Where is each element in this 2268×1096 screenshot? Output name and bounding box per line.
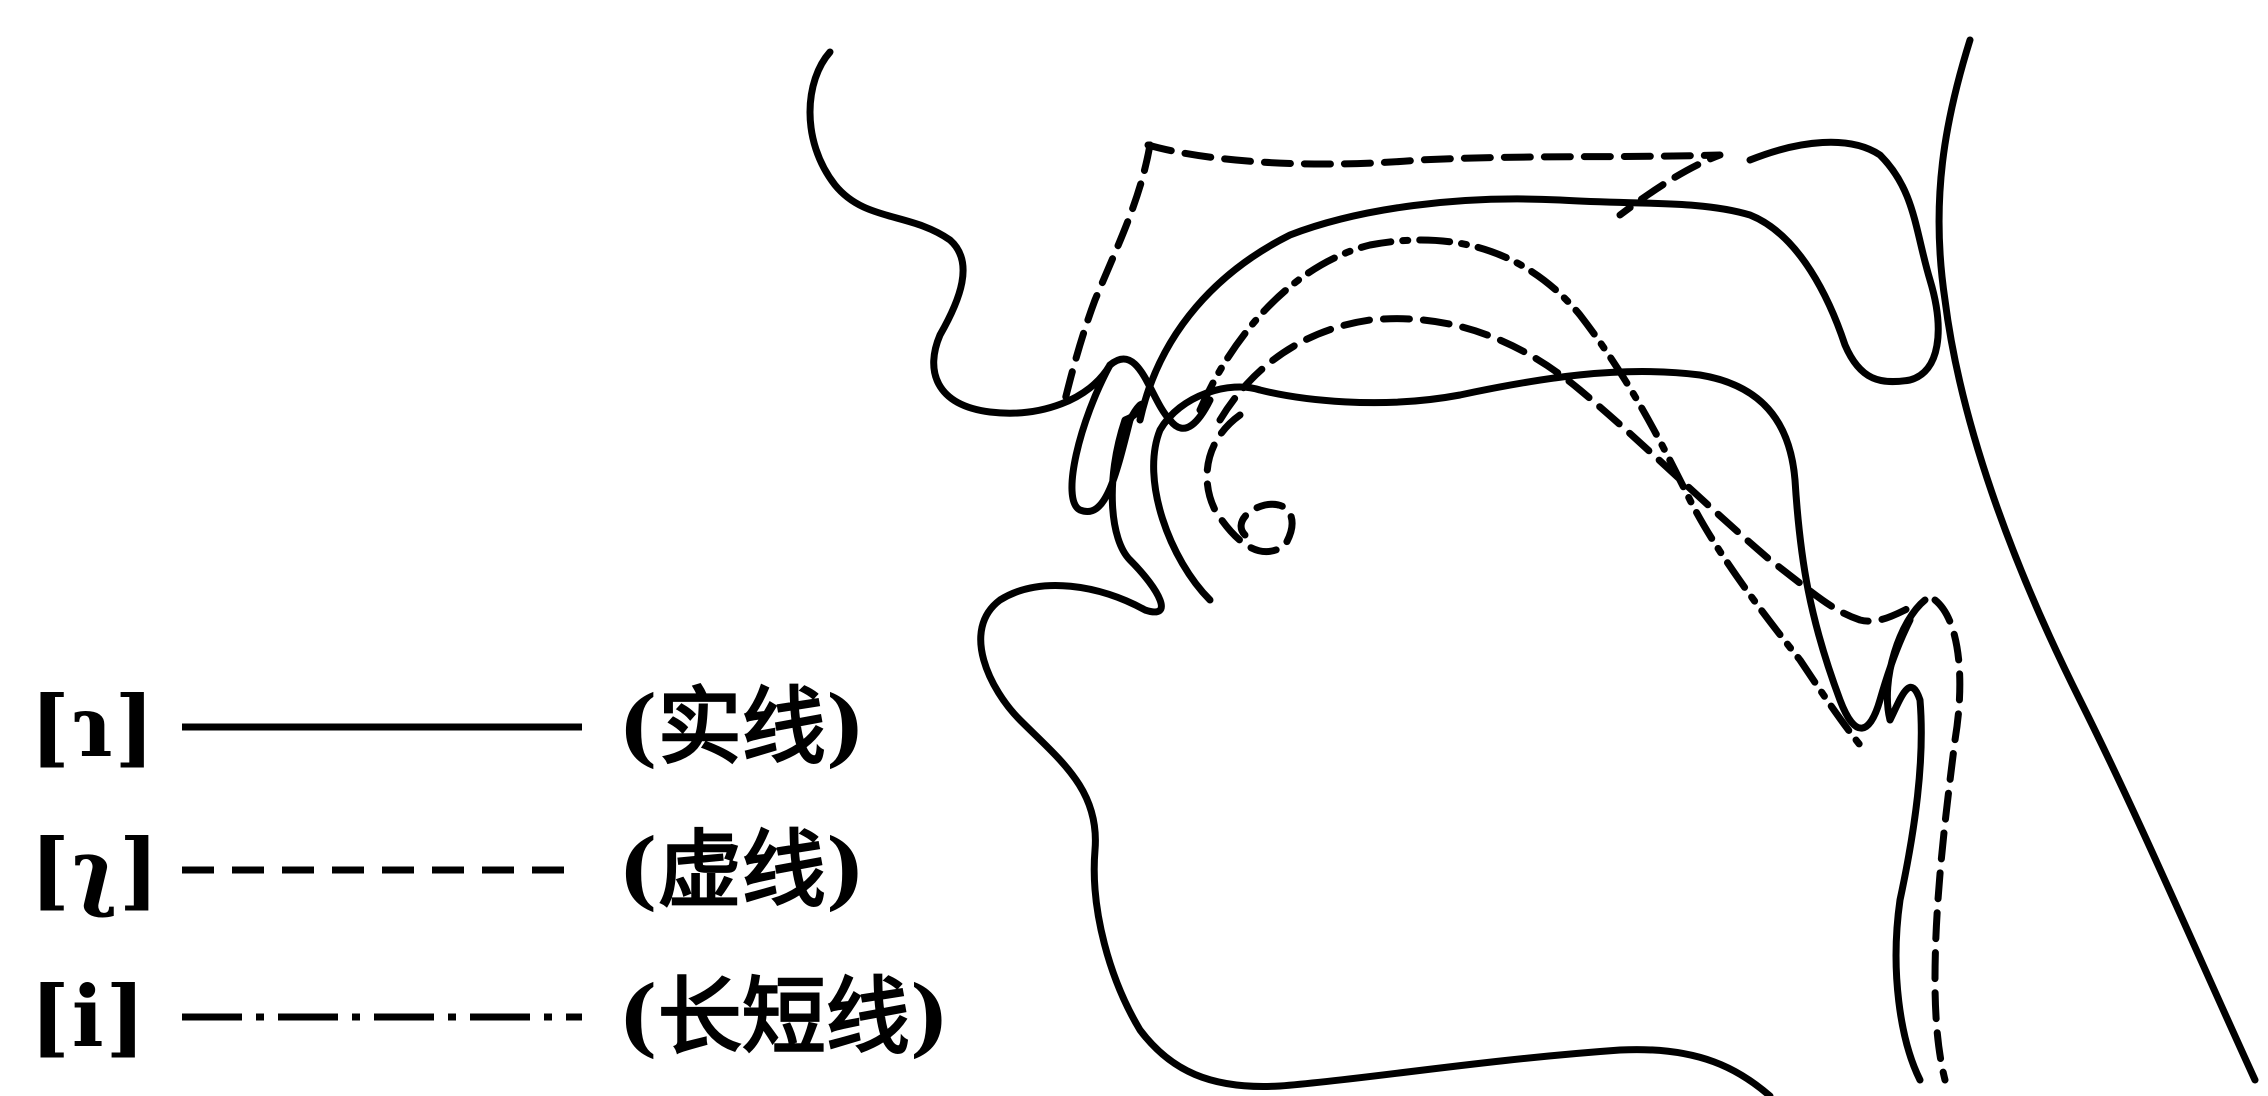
nasal-cavity-dashed-line bbox=[1144, 141, 1724, 219]
epiglottis-outline bbox=[1883, 596, 1929, 1084]
face-profile-outline bbox=[806, 48, 1774, 1096]
throat-dashed-line bbox=[1931, 596, 1964, 1084]
hard-palate-outline bbox=[1136, 138, 1942, 424]
legend-symbol-dashed: [ʅ] bbox=[30, 820, 161, 919]
tongue-line-dashed bbox=[1216, 315, 1919, 625]
dashdot-line-swatch bbox=[182, 1013, 582, 1021]
legend-symbol-solid: [ɿ] bbox=[30, 677, 157, 776]
legend-label-dashdot: (长短线) bbox=[618, 967, 950, 1066]
tongue-line-solid bbox=[1150, 368, 1914, 732]
legend-label-dashed: (虚线) bbox=[618, 820, 866, 919]
tongue-tip-curl-dashed bbox=[1203, 411, 1296, 556]
front-dashed-line bbox=[1061, 141, 1154, 404]
legend-label-solid: (实线) bbox=[618, 677, 866, 776]
pharynx-back-wall bbox=[1935, 36, 2259, 1084]
tongue-line-dashdot bbox=[1196, 236, 1864, 749]
legend-symbol-dashdot: [i] bbox=[30, 967, 148, 1066]
dashed-line-swatch bbox=[182, 866, 582, 874]
solid-line-swatch bbox=[182, 723, 582, 731]
